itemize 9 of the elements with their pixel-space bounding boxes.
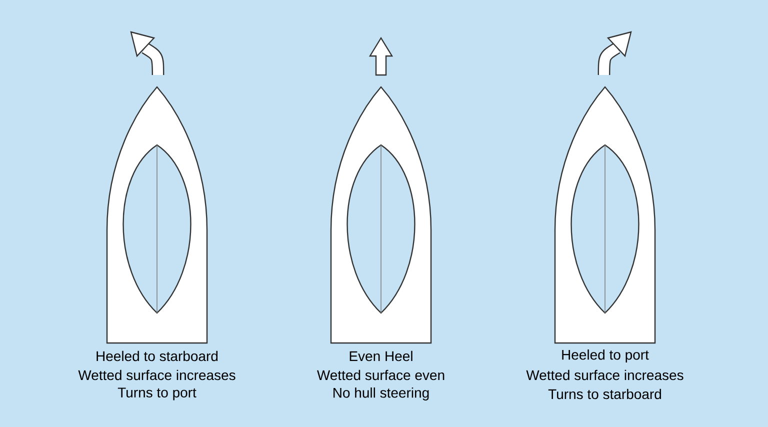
caption-text: Wetted surface increases	[78, 370, 236, 380]
caption-text: Heeled to starboard	[96, 350, 218, 362]
caption-text: Wetted surface increases	[526, 370, 684, 380]
caption-text: Wetted surface even	[317, 370, 444, 380]
caption-text: Even Heel	[350, 350, 412, 362]
caption-text: Heeled to port	[562, 349, 649, 363]
caption-text: Turns to starboard	[548, 388, 661, 400]
caption-text: Turns to port	[118, 388, 196, 400]
caption-text: No hull steering	[334, 387, 429, 401]
